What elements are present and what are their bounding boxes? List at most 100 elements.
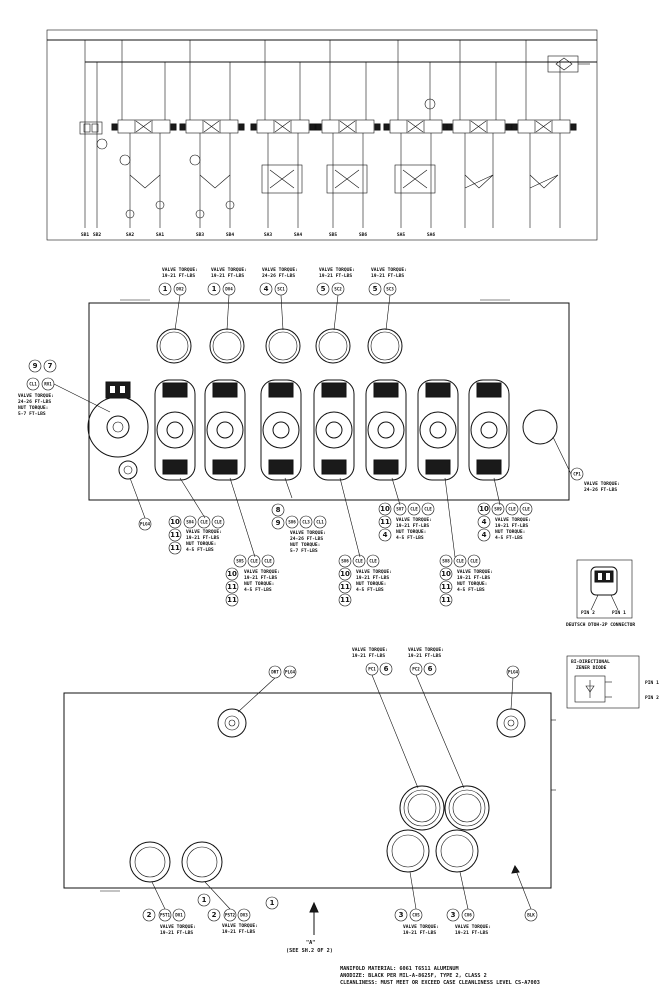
- callout-text: VALVE TORQUE:: [160, 924, 196, 930]
- qty-bubble: 6: [428, 665, 433, 673]
- tag-bubble: SV6: [341, 559, 349, 564]
- callout-bubble: [96, 138, 108, 150]
- callout-text: 19-21 FT-LBS: [356, 575, 389, 581]
- qty-bubble: 10: [340, 570, 350, 578]
- tag-bubble: SV4: [186, 520, 194, 525]
- callout-text: 19-21 FT-LBS: [352, 653, 385, 659]
- plug-callout: PLG4: [129, 477, 152, 531]
- solenoid-coil: [260, 379, 302, 481]
- plug-port: [217, 708, 247, 738]
- callout-text: VALVE TORQUE:: [457, 569, 493, 575]
- pin-label: PIN 2: [645, 695, 659, 701]
- callout-text: VALVE TORQUE:: [162, 267, 198, 273]
- tag-bubble: SV7: [396, 507, 404, 512]
- solenoid-coil: [154, 379, 196, 481]
- relief-valve-callout: 9 7 CL1 RV1 VALVE TORQUE: 24-26 FT-LBS N…: [18, 359, 111, 417]
- tag-bubble: DV4: [225, 287, 233, 292]
- check-valve-callout: 3 CV5 VALVE TORQUE: 19-21 FT-LBS: [394, 871, 439, 936]
- port-label: SA1: [156, 232, 165, 238]
- directional-valve-6: [446, 40, 512, 228]
- port-label: SA6: [427, 232, 436, 238]
- callout-text: VALVE TORQUE:: [211, 267, 247, 273]
- coil-callout: 10 SV9 CLE CLE 4 4 VALVE TORQUE: 19-21 F…: [477, 477, 533, 542]
- tag-bubble: CP1: [573, 472, 581, 477]
- connector-caption: DEUTSCH DTOH-2P CONNECTOR: [566, 622, 635, 628]
- callout-text: 4-5 FT-LBS: [396, 535, 424, 541]
- callout-text: 19-21 FT-LBS: [160, 930, 193, 936]
- directional-callout: 1 2 PST1 DV1 VALVE TORQUE: 19-21 FT-LBS: [142, 881, 211, 936]
- valve-callout: VALVE TORQUE: 19-21 FT-LBS 5 SC3: [368, 267, 407, 331]
- tag-bubble: PLG4: [140, 522, 151, 527]
- qty-bubble: 11: [441, 583, 451, 591]
- tag-bubble: CLE: [250, 559, 258, 564]
- tag-bubble: CLE: [410, 507, 418, 512]
- tag-bubble: PST2: [225, 913, 236, 918]
- pin-label: PIN 2: [581, 610, 595, 616]
- check-valve-port: [435, 829, 479, 873]
- port-label: SA4: [294, 232, 303, 238]
- tag-bubble: CLE: [522, 507, 530, 512]
- directional-valve-4: [315, 40, 381, 228]
- tag-bubble: CLE: [424, 507, 432, 512]
- callout-text: NUT TORQUE:: [457, 581, 487, 587]
- tag-bubble: BLK: [527, 913, 535, 918]
- qty-bubble: 4: [264, 285, 269, 293]
- callout-text: 5-7 FT-LBS: [18, 411, 46, 417]
- coil-callout: SV5 CLE CLE 10 11 11 VALVE TORQUE: 19-21…: [225, 477, 280, 607]
- check-valve-port: [386, 829, 430, 873]
- solenoid-coil: [468, 379, 510, 481]
- tag-bubble: DV2: [176, 287, 184, 292]
- port-label: SB3: [196, 232, 205, 238]
- tag-bubble: CL1: [316, 520, 324, 525]
- tag-bubble: PC2: [412, 667, 420, 672]
- callout-text: 19-21 FT-LBS: [162, 273, 195, 279]
- coil-callout: 10 SV7 CLE CLE 11 4 VALVE TORQUE: 19-21 …: [378, 477, 435, 542]
- directional-valve-1: [111, 40, 177, 228]
- callout-text: VALVE TORQUE:: [455, 924, 491, 930]
- callout-text: 4-5 FT-LBS: [186, 547, 214, 553]
- callout-text: NUT TORQUE:: [396, 529, 426, 535]
- qty-bubble: 11: [441, 596, 451, 604]
- manufacturing-notes: MANIFOLD MATERIAL: 6061 T6511 ALUMINUM A…: [340, 966, 670, 987]
- manifold-bottom-view: DRT PLG4 PLG4 VALVE TORQUE: 19-21 FT-LBS…: [63, 647, 556, 954]
- callout-text: NUT TORQUE:: [186, 541, 216, 547]
- plug-callout: DRT PLG4: [237, 665, 297, 713]
- callout-text: 19-21 FT-LBS: [457, 575, 490, 581]
- qty-bubble: 5: [321, 285, 326, 293]
- pressure-port: [399, 785, 445, 831]
- note-line: CLEANLINESS: MUST MEET OR EXCEED CASE CL…: [340, 980, 540, 986]
- tag-bubble: DRT: [271, 670, 279, 675]
- manifold-bottom-outline: [63, 692, 552, 889]
- diode-box: [566, 655, 640, 709]
- qty-bubble: 10: [441, 570, 451, 578]
- callout-text: VALVE TORQUE:: [18, 393, 54, 399]
- port-labels: SB1 SB2 SA2 SA1 SB3 SB4 SA3 SA4 SB5 SB6 …: [81, 232, 436, 238]
- pin-label: PIN 1: [645, 680, 659, 686]
- tag-bubble: CL1: [29, 382, 37, 387]
- pump-relief-block: [79, 121, 108, 150]
- qty-bubble: 11: [227, 583, 237, 591]
- qty-bubble: 1: [202, 896, 207, 904]
- qty-bubble: 10: [380, 505, 390, 513]
- tag-bubble: SV5: [236, 559, 244, 564]
- coil-callout: 8 SV6 CL3 CL1 9 VALVE TORQUE: 24-26 FT-L…: [271, 477, 327, 554]
- solenoid-coil: [417, 379, 459, 481]
- callout-text: 19-21 FT-LBS: [319, 273, 352, 279]
- callout-text: 19-21 FT-LBS: [371, 273, 404, 279]
- qty-bubble: 9: [276, 519, 281, 527]
- coil-callout: SV6 CLE CLE 10 11 11 VALVE TORQUE: 19-21…: [338, 477, 392, 607]
- callout-text: 19-21 FT-LBS: [403, 930, 436, 936]
- callout-text: 19-21 FT-LBS: [186, 535, 219, 541]
- qty-bubble: 2: [147, 911, 152, 919]
- qty-bubble: 11: [170, 544, 180, 552]
- pin-label: PIN 1: [612, 610, 626, 616]
- coil-callout: 10 SV4 CLE CLE 11 11 VALVE TORQUE: 19-21…: [168, 477, 225, 555]
- tag-bubble: CLE: [200, 520, 208, 525]
- callout-text: 19-21 FT-LBS: [408, 653, 441, 659]
- callout-text: 4-5 FT-LBS: [457, 587, 485, 593]
- tag-bubble: PC1: [368, 667, 376, 672]
- qty-bubble: 11: [227, 596, 237, 604]
- port-label: SB2: [93, 232, 102, 238]
- tag-bubble: CV5: [412, 913, 420, 918]
